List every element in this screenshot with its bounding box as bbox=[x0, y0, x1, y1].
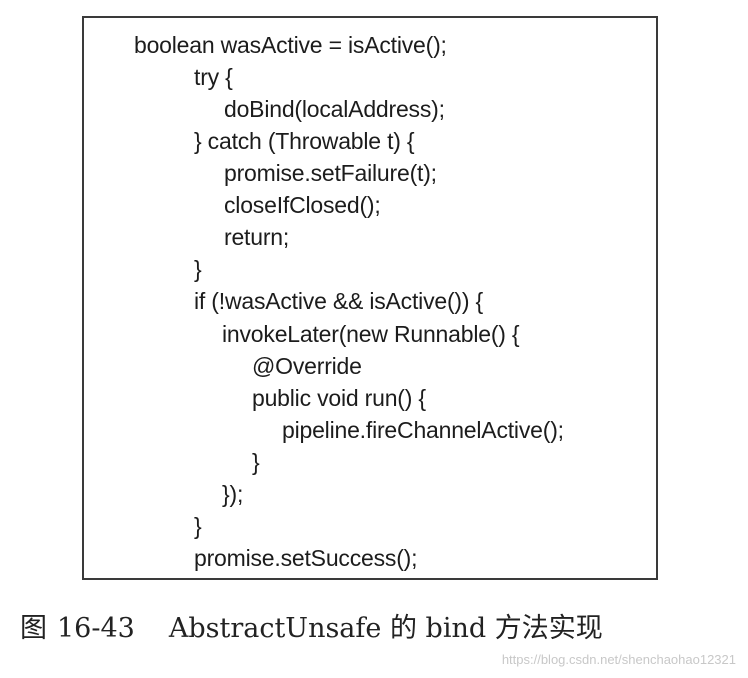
code-line: } bbox=[252, 449, 260, 475]
code-line: } catch (Throwable t) { bbox=[194, 128, 415, 154]
code-line: promise.setSuccess(); bbox=[194, 545, 418, 571]
figure-caption: 图 16-43 AbstractUnsafe 的 bind 方法实现 bbox=[20, 612, 603, 646]
code-line: if (!wasActive && isActive()) { bbox=[194, 288, 484, 314]
code-line: pipeline.fireChannelActive(); bbox=[282, 417, 564, 443]
code-line: }); bbox=[222, 481, 244, 507]
watermark-url: https://blog.csdn.net/shenchaohao12321 bbox=[501, 652, 736, 667]
code-listing-box: boolean wasActive = isActive(); try { do… bbox=[82, 16, 658, 580]
code-line: public void run() { bbox=[252, 385, 426, 411]
code-line: return; bbox=[224, 224, 290, 250]
code-line: @Override bbox=[252, 353, 362, 379]
figure-label: 图 bbox=[20, 613, 47, 644]
code-line: try { bbox=[194, 64, 233, 90]
code-line: } bbox=[194, 256, 202, 282]
code-line: promise.setFailure(t); bbox=[224, 160, 437, 186]
code-line: doBind(localAddress); bbox=[224, 96, 445, 122]
figure-number: 16-43 bbox=[57, 613, 135, 644]
code-line: closeIfClosed(); bbox=[224, 192, 381, 218]
code-line: } bbox=[194, 513, 202, 539]
code-line: invokeLater(new Runnable() { bbox=[222, 321, 520, 347]
code-line: boolean wasActive = isActive(); bbox=[134, 32, 447, 58]
figure-title: AbstractUnsafe 的 bind 方法实现 bbox=[168, 613, 603, 644]
